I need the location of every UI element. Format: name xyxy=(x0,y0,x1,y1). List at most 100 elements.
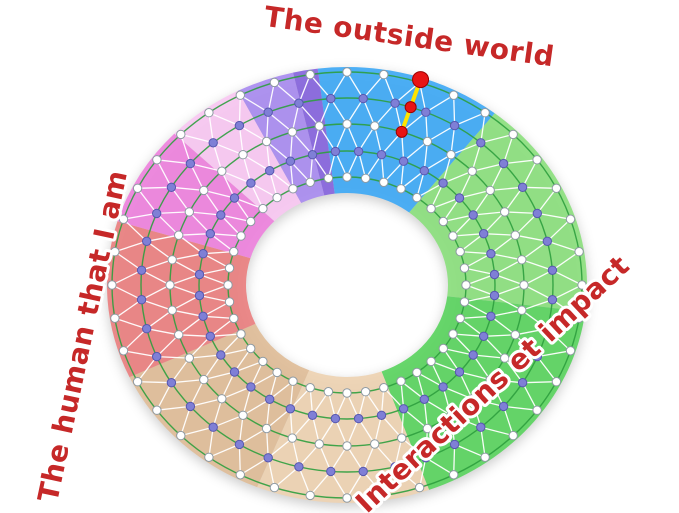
mesh-node[interactable] xyxy=(285,404,296,414)
mesh-node[interactable] xyxy=(107,280,117,290)
mesh-node[interactable] xyxy=(517,182,528,193)
mesh-node[interactable] xyxy=(419,166,429,176)
mesh-node[interactable] xyxy=(110,247,120,257)
mesh-node[interactable] xyxy=(370,121,380,131)
mesh-node[interactable] xyxy=(238,410,248,420)
mesh-node[interactable] xyxy=(454,193,465,203)
mesh-node[interactable] xyxy=(376,150,387,160)
mesh-node[interactable] xyxy=(263,453,273,463)
mesh-node[interactable] xyxy=(467,394,477,404)
mesh-node[interactable] xyxy=(448,231,458,241)
mesh-node[interactable] xyxy=(360,173,371,184)
mesh-node[interactable] xyxy=(246,216,256,227)
mesh-node[interactable] xyxy=(234,120,245,131)
mesh-node[interactable] xyxy=(142,324,152,334)
mesh-node[interactable] xyxy=(326,93,336,104)
mesh-node[interactable] xyxy=(261,423,272,434)
mesh-node[interactable] xyxy=(136,265,147,275)
mesh-node[interactable] xyxy=(314,121,324,131)
mesh-node[interactable] xyxy=(480,108,490,118)
mesh-node[interactable] xyxy=(204,108,214,118)
mesh-node[interactable] xyxy=(358,466,368,477)
mesh-node[interactable] xyxy=(208,138,218,148)
mesh-node[interactable] xyxy=(167,255,177,265)
mesh-node[interactable] xyxy=(468,350,478,360)
mesh-node[interactable] xyxy=(269,482,280,493)
mesh-node[interactable] xyxy=(176,430,186,441)
mesh-node[interactable] xyxy=(438,343,448,354)
sector-pink-light-human[interactable] xyxy=(174,90,302,222)
mesh-node[interactable] xyxy=(204,452,214,462)
mesh-node[interactable] xyxy=(176,129,186,140)
mesh-node[interactable] xyxy=(498,158,509,169)
mesh-node[interactable] xyxy=(199,374,209,385)
mesh-node[interactable] xyxy=(261,136,272,147)
mesh-node[interactable] xyxy=(485,374,495,385)
mesh-node[interactable] xyxy=(396,376,406,386)
mesh-node[interactable] xyxy=(459,297,470,307)
mesh-node[interactable] xyxy=(229,193,240,203)
mesh-node[interactable] xyxy=(236,231,246,241)
mesh-node[interactable] xyxy=(265,166,275,176)
mesh-node[interactable] xyxy=(142,236,152,247)
mesh-node[interactable] xyxy=(397,433,407,443)
mesh-node[interactable] xyxy=(184,207,195,217)
mesh-node[interactable] xyxy=(258,356,268,367)
mesh-node[interactable] xyxy=(224,263,235,273)
mesh-node[interactable] xyxy=(194,269,205,280)
mesh-node[interactable] xyxy=(238,150,248,160)
mesh-node[interactable] xyxy=(224,297,235,307)
mesh-node[interactable] xyxy=(500,353,510,363)
mesh-node[interactable] xyxy=(174,230,184,240)
mesh-node[interactable] xyxy=(307,150,318,160)
mesh-node[interactable] xyxy=(167,305,177,315)
mesh-node[interactable] xyxy=(449,470,459,480)
mesh-node[interactable] xyxy=(446,150,456,160)
mesh-node[interactable] xyxy=(205,229,216,239)
sector-magenta-human[interactable] xyxy=(117,133,275,259)
mesh-node[interactable] xyxy=(217,394,227,404)
mesh-node[interactable] xyxy=(132,183,143,194)
mesh-node[interactable] xyxy=(166,378,177,388)
mesh-node[interactable] xyxy=(118,214,129,224)
mesh-node[interactable] xyxy=(152,405,162,415)
mesh-node[interactable] xyxy=(449,120,460,131)
mesh-node[interactable] xyxy=(370,439,380,449)
mesh-node[interactable] xyxy=(305,383,315,393)
mesh-node[interactable] xyxy=(342,388,352,398)
mesh-node[interactable] xyxy=(422,423,433,434)
mesh-node[interactable] xyxy=(305,177,315,188)
mesh-node[interactable] xyxy=(198,249,208,259)
mesh-node[interactable] xyxy=(449,439,460,450)
mesh-node[interactable] xyxy=(185,158,196,169)
sector-purple-light[interactable] xyxy=(238,72,325,204)
mesh-node[interactable] xyxy=(438,216,448,227)
mesh-node[interactable] xyxy=(532,208,542,219)
mesh-node[interactable] xyxy=(353,413,364,424)
mesh-node[interactable] xyxy=(342,67,352,77)
mesh-node[interactable] xyxy=(342,493,352,503)
mesh-node[interactable] xyxy=(532,155,542,165)
mesh-node[interactable] xyxy=(459,263,470,273)
mesh-node[interactable] xyxy=(448,329,458,339)
mesh-node[interactable] xyxy=(542,324,552,334)
mesh-node[interactable] xyxy=(216,210,226,220)
mesh-node[interactable] xyxy=(342,172,352,182)
mesh-node[interactable] xyxy=(152,155,162,165)
mesh-node[interactable] xyxy=(532,351,542,362)
mesh-node[interactable] xyxy=(486,249,496,259)
mesh-node[interactable] xyxy=(234,439,245,450)
mesh-node[interactable] xyxy=(294,98,304,108)
mesh-node[interactable] xyxy=(479,331,489,341)
mesh-node[interactable] xyxy=(326,466,336,477)
mesh-node[interactable] xyxy=(217,166,227,176)
mesh-node[interactable] xyxy=(565,214,576,224)
mesh-node[interactable] xyxy=(510,330,520,340)
mesh-node[interactable] xyxy=(174,330,184,340)
mesh-node[interactable] xyxy=(216,350,226,360)
mesh-node[interactable] xyxy=(379,383,389,393)
mesh-node[interactable] xyxy=(246,178,256,188)
mesh-node[interactable] xyxy=(118,346,129,356)
mesh-node[interactable] xyxy=(421,453,431,463)
mesh-node[interactable] xyxy=(438,178,448,188)
